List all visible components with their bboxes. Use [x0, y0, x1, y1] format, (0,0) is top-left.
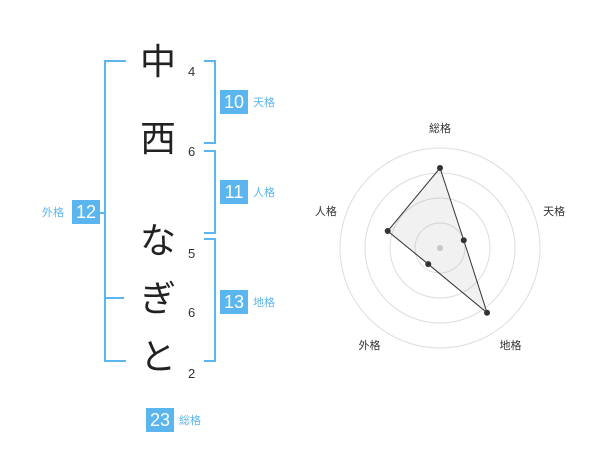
radar-point-4 [425, 261, 432, 268]
radar-axis-label-4: 外格 [358, 338, 380, 352]
radar-point-3 [484, 309, 491, 316]
gaikaku-connector [98, 212, 104, 214]
radar-point-2 [460, 237, 467, 244]
jinkaku-bracket [204, 150, 216, 234]
radar-axis-label-1: 総格 [429, 121, 451, 135]
chikaku-value: 13 [220, 290, 248, 314]
name-char-1: 中 [139, 42, 176, 83]
gaikaku-value: 12 [72, 200, 100, 224]
jinkaku-label: 人格 [253, 186, 275, 199]
bracket-split-line [104, 297, 124, 299]
stroke-count-5: 2 [188, 366, 196, 381]
jinkaku-value: 11 [220, 180, 248, 204]
soukaku-label: 総格 [179, 414, 201, 427]
chikaku-label: 地格 [253, 296, 275, 309]
name-char-5: と [139, 337, 176, 378]
radar-point-5 [384, 228, 391, 235]
radar-ring [364, 172, 516, 324]
tenkaku-label: 天格 [253, 96, 275, 109]
chikaku-bracket [204, 238, 216, 362]
name-char-4: ぎ [139, 279, 176, 320]
gaikaku-label: 外格 [42, 206, 64, 219]
radar-axis-label-2: 天格 [543, 204, 565, 218]
soukaku-value: 23 [146, 408, 174, 432]
radar-ring [339, 147, 541, 349]
name-char-3: な [139, 221, 176, 262]
stroke-count-4: 6 [188, 305, 196, 320]
radar-axis-label-3: 地格 [500, 338, 522, 352]
radar-center-dot [437, 245, 443, 251]
tenkaku-bracket [204, 60, 216, 144]
tenkaku-value: 10 [220, 90, 248, 114]
stroke-count-1: 4 [188, 64, 196, 79]
stroke-count-3: 5 [188, 246, 196, 261]
gaikaku-bracket [104, 60, 126, 362]
stroke-count-2: 6 [188, 144, 196, 159]
radar-area [386, 166, 489, 315]
name-char-2: 西 [139, 119, 176, 160]
radar-point-1 [437, 165, 443, 171]
radar-ring [389, 197, 491, 299]
radar-axis-label-5: 人格 [315, 204, 337, 218]
radar-ring [414, 222, 466, 274]
